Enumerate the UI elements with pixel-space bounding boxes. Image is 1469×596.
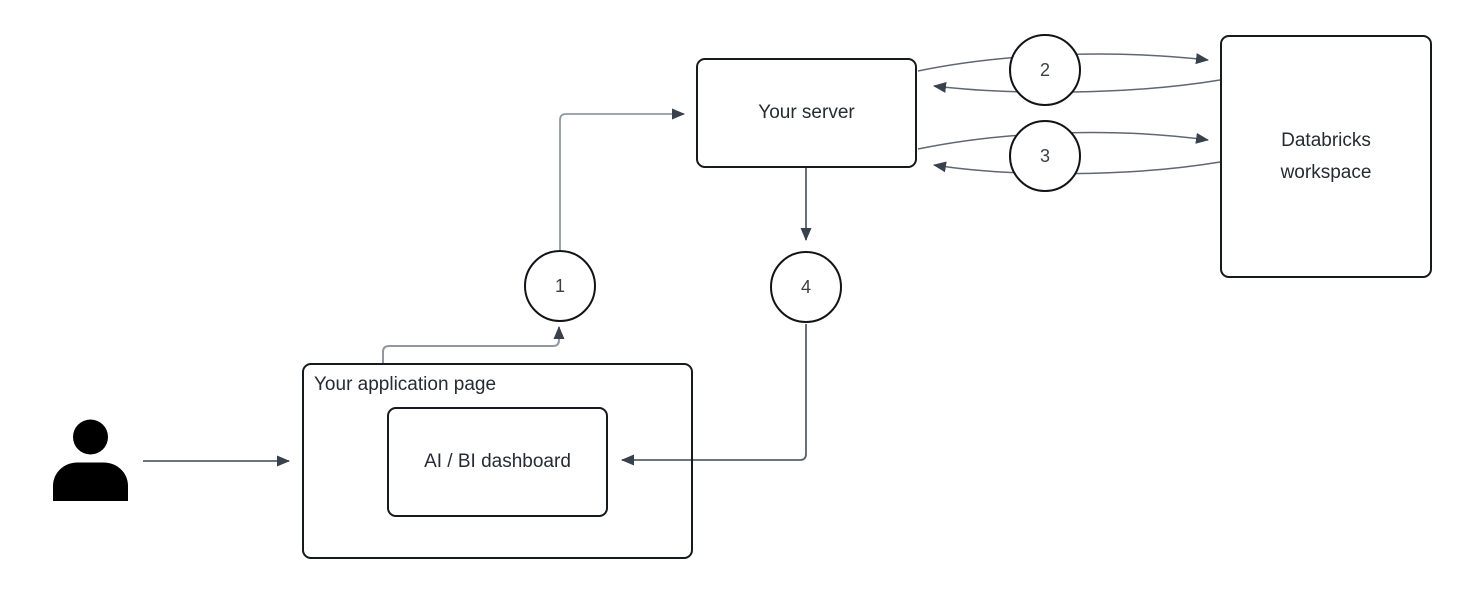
arrow-app-to-step1 [382, 326, 565, 363]
application-page-box: Your application page [302, 363, 693, 559]
step-1-number: 1 [554, 275, 565, 296]
person-icon [53, 419, 128, 501]
step-3-number: 3 [1039, 145, 1050, 166]
databricks-workspace-label: Databricks workspace [1280, 130, 1372, 183]
dashboard-box: AI / BI dashboard [387, 407, 608, 517]
step-circle-2: 2 [1009, 34, 1081, 106]
step-circle-4: 4 [770, 251, 842, 323]
application-page-label: Your application page [314, 374, 497, 395]
databricks-workspace-box: Databricks workspace [1220, 35, 1432, 278]
server-label: Your server [758, 102, 855, 123]
arrow-step4-to-dashboard [621, 324, 807, 466]
arrow-step1-to-server [559, 108, 685, 250]
step-circle-3: 3 [1009, 120, 1081, 192]
step-circle-1: 1 [524, 250, 596, 322]
step-2-number: 2 [1039, 59, 1050, 80]
dashboard-label: AI / BI dashboard [424, 451, 571, 472]
step-4-number: 4 [800, 276, 811, 297]
server-box: Your server [696, 58, 917, 168]
